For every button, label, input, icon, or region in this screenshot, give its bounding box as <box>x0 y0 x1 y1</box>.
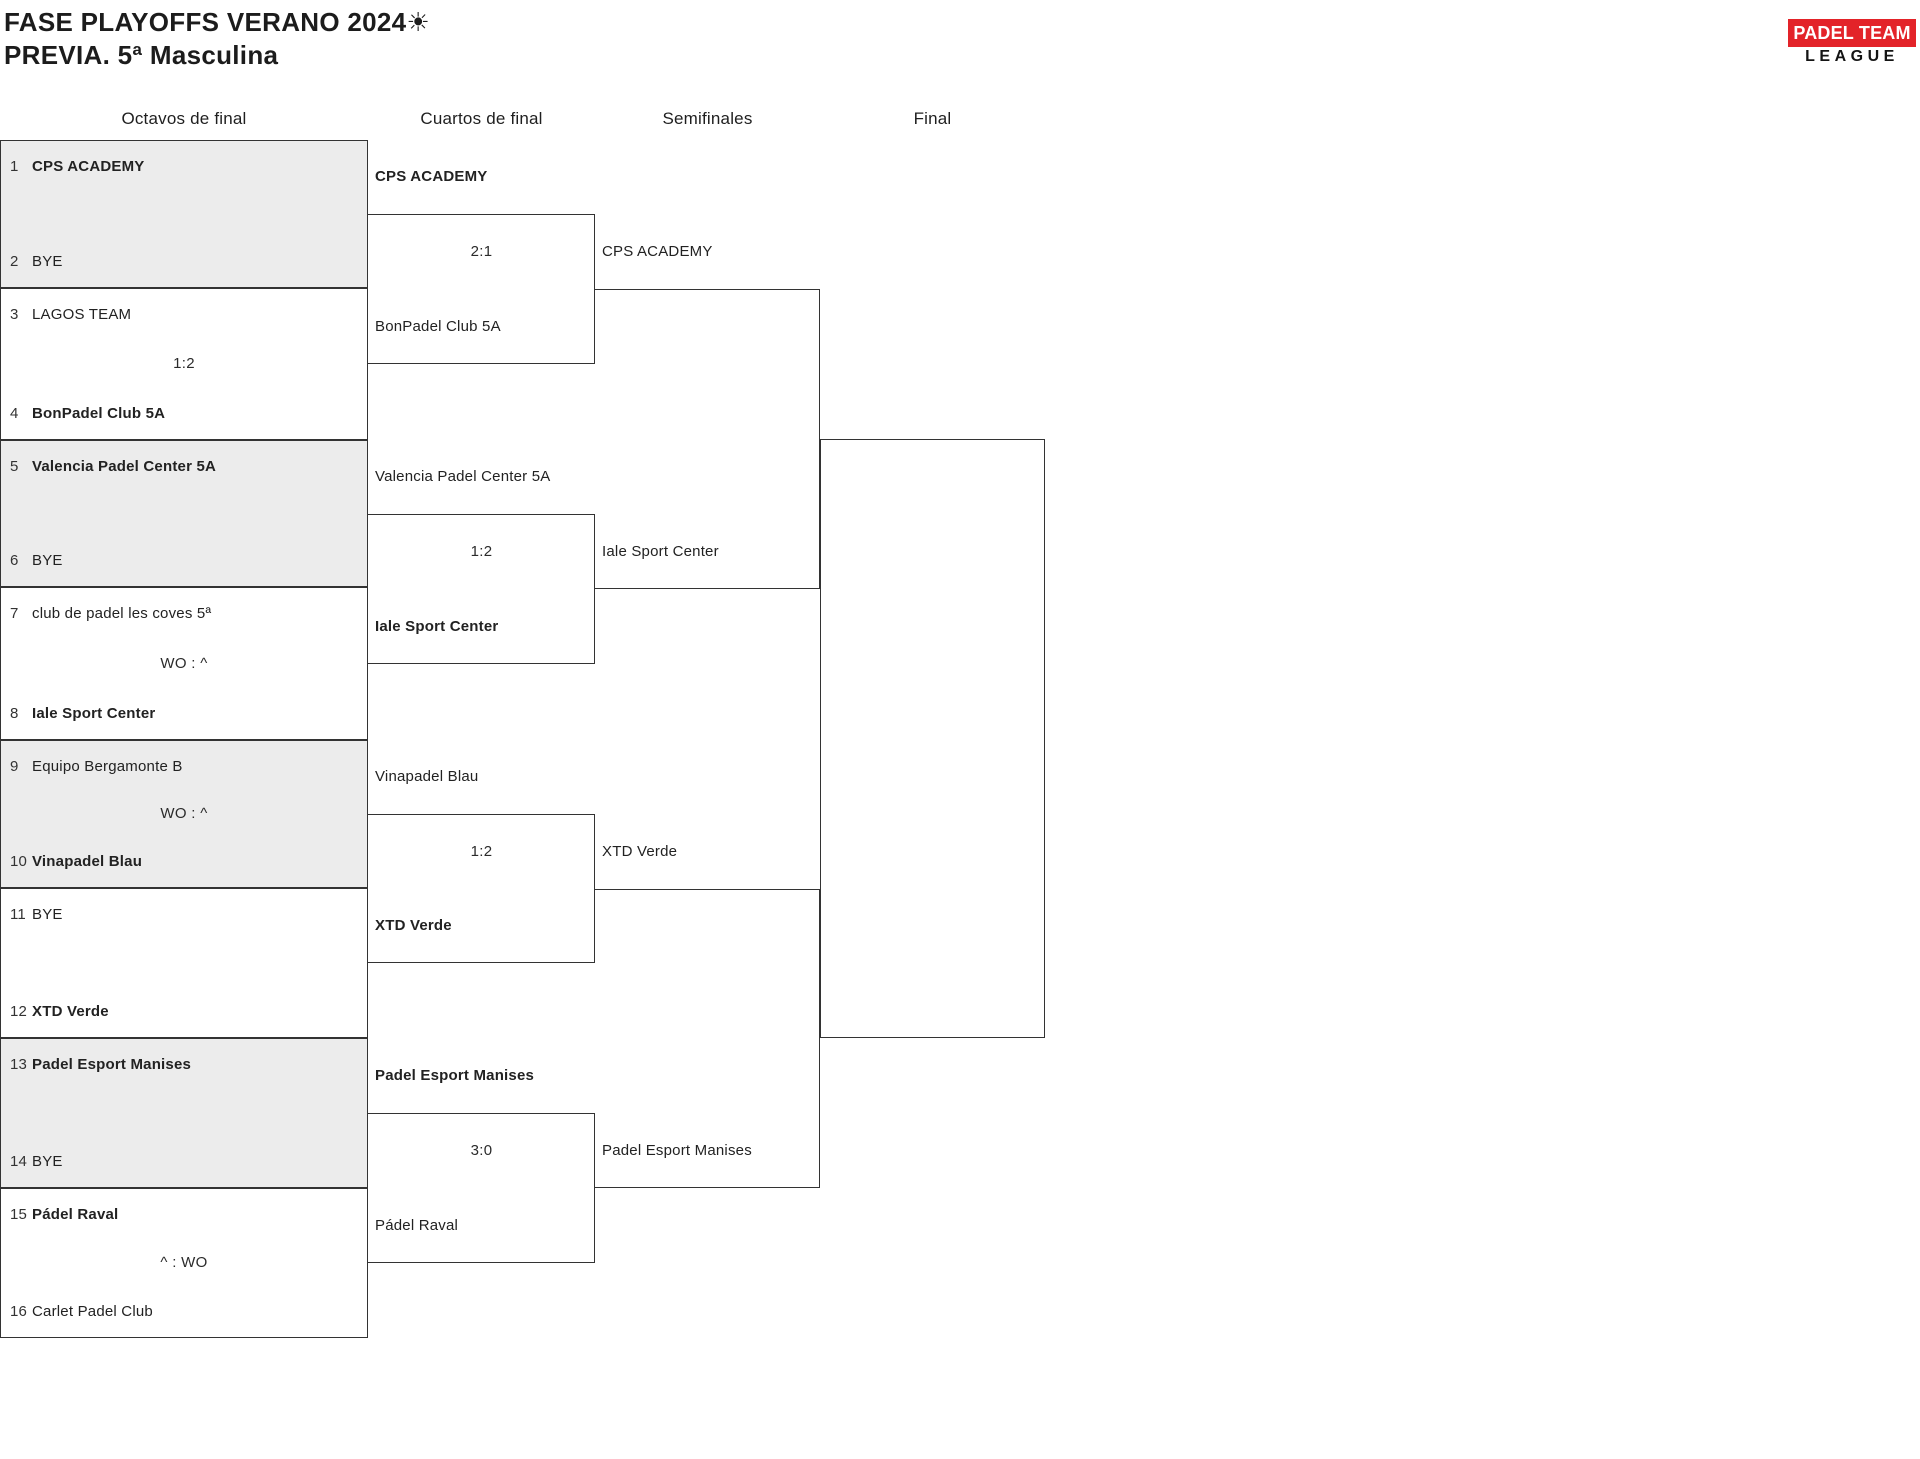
page-title: FASE PLAYOFFS VERANO 2024☀ <box>4 7 431 37</box>
team-row: 8 Iale Sport Center <box>10 704 359 724</box>
advancing-team-label: Iale Sport Center <box>375 617 499 635</box>
team-name: Padel Esport Manises <box>32 1056 192 1073</box>
team-row: 4 BonPadel Club 5A <box>10 404 359 424</box>
team-name: BYE <box>32 906 63 923</box>
octavos-match-box: 5 Valencia Padel Center 5A 6 BYE <box>0 440 368 587</box>
seed-number: 2 <box>10 253 19 270</box>
octavos-match-box: 1 CPS ACADEMY 2 BYE <box>0 140 368 288</box>
team-row: 11 BYE <box>10 905 359 925</box>
octavos-match-box: 3 LAGOS TEAM 4 BonPadel Club 5A 1:2 <box>0 288 368 440</box>
team-name: Pádel Raval <box>32 1206 119 1223</box>
seed-number: 16 <box>10 1303 28 1320</box>
team-name: BYE <box>32 253 63 270</box>
team-name: Carlet Padel Club <box>32 1303 153 1320</box>
seed-number: 15 <box>10 1206 28 1223</box>
team-name: Valencia Padel Center 5A <box>32 458 217 475</box>
advancing-team-label: Padel Esport Manises <box>602 1142 752 1159</box>
match-score: WO : ^ <box>160 654 208 672</box>
cuartos-match-box <box>368 214 595 364</box>
team-name: CPS ACADEMY <box>32 158 145 175</box>
seed-number: 11 <box>10 906 26 923</box>
match-score: 2:1 <box>470 243 493 260</box>
advancing-team-label: XTD Verde <box>375 917 452 934</box>
advancing-team-label: Pádel Raval <box>375 1217 459 1234</box>
seed-number: 1 <box>10 158 19 175</box>
match-score: 1:2 <box>470 842 493 860</box>
match-score: WO : ^ <box>160 805 208 822</box>
page-title-block: FASE PLAYOFFS VERANO 2024☀ PREVIA. 5ª Ma… <box>4 6 430 72</box>
team-name: club de padel les coves 5ª <box>32 605 212 622</box>
seed-number: 14 <box>10 1153 28 1170</box>
team-row: 9 Equipo Bergamonte B <box>10 757 359 777</box>
cuartos-match-box <box>368 1113 595 1263</box>
round-header-final: Final <box>913 109 952 128</box>
seed-number: 12 <box>10 1003 28 1020</box>
team-name: Iale Sport Center <box>32 705 156 722</box>
match-score: ^ : WO <box>160 1254 208 1271</box>
semifinales-match-box <box>595 888 820 1188</box>
advancing-team-label: CPS ACADEMY <box>602 243 713 260</box>
match-score: 1:2 <box>470 542 493 560</box>
match-score: 1:2 <box>173 355 195 372</box>
seed-number: 3 <box>10 306 19 323</box>
team-name: Vinapadel Blau <box>32 853 143 870</box>
team-row: 5 Valencia Padel Center 5A <box>10 457 359 477</box>
seed-number: 5 <box>10 458 19 475</box>
advancing-team-label: Vinapadel Blau <box>375 768 479 785</box>
seed-number: 4 <box>10 405 19 422</box>
advancing-team-label: Valencia Padel Center 5A <box>375 467 551 485</box>
match-score: 3:0 <box>470 1142 493 1159</box>
page-subtitle: PREVIA. 5ª Masculina <box>4 40 279 70</box>
final-match-box <box>820 438 1045 1039</box>
seed-number: 10 <box>10 853 28 870</box>
advancing-team-label: Padel Esport Manises <box>375 1067 535 1084</box>
seed-number: 9 <box>10 758 19 775</box>
team-row: 6 BYE <box>10 551 359 571</box>
cuartos-match-box <box>368 814 595 963</box>
semifinales-match-box <box>595 289 820 589</box>
team-name: BYE <box>32 1153 63 1170</box>
seed-number: 7 <box>10 605 19 622</box>
seed-number: 8 <box>10 705 19 722</box>
team-row: 1 CPS ACADEMY <box>10 157 359 177</box>
team-row: 3 LAGOS TEAM <box>10 305 359 325</box>
team-name: BonPadel Club 5A <box>32 405 166 422</box>
team-name: LAGOS TEAM <box>32 306 132 323</box>
padel-team-league-logo: PADEL TEAM LEAGUE <box>1788 19 1916 66</box>
team-name: BYE <box>32 552 63 569</box>
round-header-semifinales: Semifinales <box>662 109 753 128</box>
logo-bottom-text: LEAGUE <box>1805 48 1899 65</box>
team-name: Equipo Bergamonte B <box>32 758 183 775</box>
team-row: 2 BYE <box>10 252 359 272</box>
round-header-octavos: Octavos de final <box>121 109 247 128</box>
team-row: 7 club de padel les coves 5ª <box>10 604 359 624</box>
advancing-team-label: Iale Sport Center <box>602 542 719 560</box>
advancing-team-label: XTD Verde <box>602 842 678 860</box>
seed-number: 13 <box>10 1056 28 1073</box>
logo-top-banner: PADEL TEAM <box>1788 19 1916 47</box>
seed-number: 6 <box>10 552 19 569</box>
advancing-team-label: BonPadel Club 5A <box>375 318 501 335</box>
octavos-match-box: 7 club de padel les coves 5ª 8 Iale Sport C… <box>0 587 368 740</box>
team-name: XTD Verde <box>32 1003 109 1020</box>
round-header-cuartos: Cuartos de final <box>420 109 543 128</box>
cuartos-match-box <box>368 513 595 664</box>
advancing-team-label: CPS ACADEMY <box>375 168 488 185</box>
